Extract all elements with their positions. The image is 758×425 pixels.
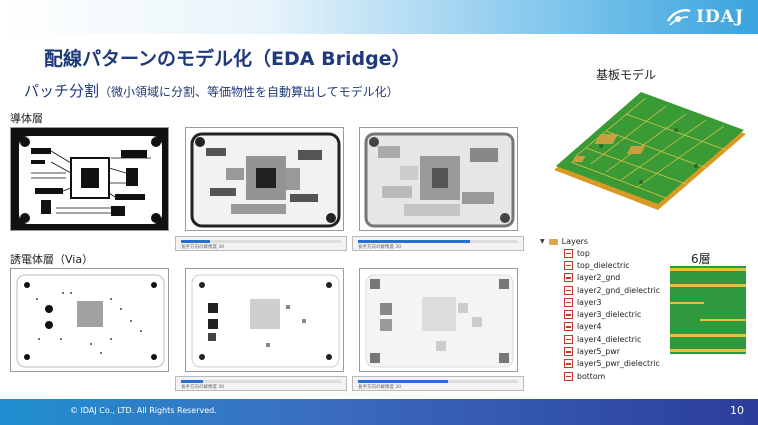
layer-icon bbox=[564, 273, 573, 283]
layer-icon bbox=[564, 297, 573, 307]
logo-swoosh-icon bbox=[667, 9, 691, 26]
layer-icon bbox=[564, 334, 573, 344]
via-patch-coarse-pattern bbox=[360, 269, 517, 371]
conductor-layer-label: 導体層 bbox=[10, 112, 43, 125]
copper-layer bbox=[670, 349, 746, 352]
idaj-logo: IDAJ bbox=[666, 6, 744, 28]
layer-icon bbox=[564, 310, 573, 320]
layer-item-layer3-dielectric[interactable]: layer3_dielectric bbox=[540, 308, 670, 320]
layer-icon bbox=[564, 322, 573, 332]
layer-item-bottom[interactable]: bottom bbox=[540, 370, 670, 382]
layer-icon bbox=[564, 371, 573, 381]
copper-layer bbox=[700, 319, 746, 321]
resolution-slider-via-fine[interactable]: 長手方向の解像度 30 bbox=[175, 376, 347, 391]
board-3d-model bbox=[554, 92, 746, 210]
page-subtitle: パッチ分割（微小領域に分割、等価物性を自動算出してモデル化） bbox=[24, 80, 399, 101]
layer-item-top-dielectric[interactable]: top_dielectric bbox=[540, 259, 670, 271]
subtitle-main: パッチ分割 bbox=[24, 82, 100, 100]
board-model-label: 基板モデル bbox=[596, 68, 657, 82]
layer-stack-cross-section bbox=[670, 266, 746, 354]
layer-item-layer4[interactable]: layer4 bbox=[540, 321, 670, 333]
dielectric-layer-label: 誘電体層（Via） bbox=[10, 253, 94, 266]
conductor-original-pattern bbox=[11, 128, 168, 230]
caret-down-icon[interactable]: ▼ bbox=[540, 238, 545, 245]
layer-icon bbox=[564, 347, 573, 357]
copper-layer bbox=[670, 334, 746, 337]
logo-text: IDAJ bbox=[696, 7, 744, 27]
layer-item-top[interactable]: top bbox=[540, 247, 670, 259]
stack-layer-count: 6層 bbox=[691, 252, 711, 266]
layer-icon bbox=[564, 248, 573, 258]
footer-band: © IDAJ Co., LTD. All Rights Reserved. 10 bbox=[0, 399, 758, 425]
copyright-text: © IDAJ Co., LTD. All Rights Reserved. bbox=[70, 406, 217, 415]
conductor-original-view bbox=[10, 127, 169, 231]
layer-item-layer4-dielectric[interactable]: layer4_dielectric bbox=[540, 333, 670, 345]
layers-root-label: Layers bbox=[561, 237, 589, 246]
layers-tree: ▼ Layers top top_dielectric layer2_gnd l… bbox=[540, 236, 670, 382]
conductor-patch-fine-pattern bbox=[186, 128, 343, 230]
via-patch-fine-pattern bbox=[186, 269, 343, 371]
resolution-slider-via-coarse[interactable]: 長手方向の解像度 30 bbox=[352, 376, 524, 391]
layer-item-layer5-pwr[interactable]: layer5_pwr bbox=[540, 345, 670, 357]
layer-item-layer2-gnd[interactable]: layer2_gnd bbox=[540, 272, 670, 284]
header-band bbox=[0, 0, 758, 34]
layer-icon bbox=[564, 260, 573, 270]
slider-caption: 長手方向の解像度 30 bbox=[181, 385, 225, 390]
layers-root[interactable]: ▼ Layers bbox=[540, 236, 670, 247]
copper-layer bbox=[670, 302, 705, 304]
copper-layer bbox=[670, 268, 746, 271]
conductor-patch-fine-view bbox=[185, 127, 344, 231]
conductor-patch-coarse-pattern bbox=[360, 128, 517, 230]
slider-caption: 長手方向の解像度 30 bbox=[358, 385, 402, 390]
via-original-pattern bbox=[11, 269, 168, 371]
layer-item-layer5-pwr-dielectric[interactable]: layer5_pwr_dielectric bbox=[540, 358, 670, 370]
copper-layer bbox=[670, 284, 746, 287]
slider-caption: 長手方向の解像度 30 bbox=[358, 245, 402, 250]
layer-icon bbox=[564, 359, 573, 369]
layer-item-layer2-gnd-dielectric[interactable]: layer2_gnd_dielectric bbox=[540, 284, 670, 296]
layer-icon bbox=[564, 285, 573, 295]
page-title: 配線パターンのモデル化（EDA Bridge） bbox=[44, 48, 411, 70]
via-patch-coarse-view bbox=[359, 268, 518, 372]
conductor-patch-coarse-view bbox=[359, 127, 518, 231]
via-original-view bbox=[10, 268, 169, 372]
via-patch-fine-view bbox=[185, 268, 344, 372]
slider-caption: 長手方向の解像度 30 bbox=[181, 245, 225, 250]
resolution-slider-conductor-coarse[interactable]: 長手方向の解像度 30 bbox=[352, 236, 524, 251]
subtitle-note: （微小領域に分割、等価物性を自動算出してモデル化） bbox=[99, 85, 399, 99]
folder-icon bbox=[548, 238, 558, 245]
layer-item-layer3[interactable]: layer3 bbox=[540, 296, 670, 308]
page-number: 10 bbox=[730, 404, 744, 417]
resolution-slider-conductor-fine[interactable]: 長手方向の解像度 30 bbox=[175, 236, 347, 251]
